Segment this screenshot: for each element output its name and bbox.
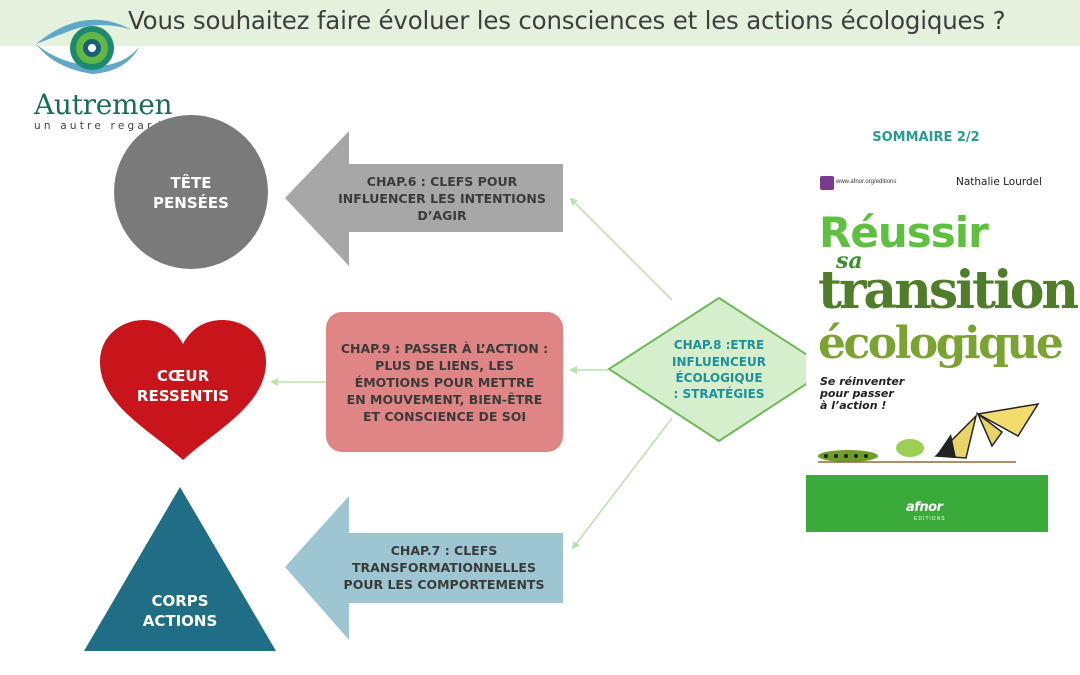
connector-to-chap7 [571, 417, 673, 550]
chap6-arrow [285, 131, 563, 266]
eye-logo-icon [36, 19, 140, 74]
publisher-mark-icon [820, 176, 834, 190]
book-title-line2: sa [836, 248, 863, 274]
logo: Autremen un autre regard [14, 8, 184, 132]
logo-name: Autremen [34, 88, 173, 121]
connector-to-chap6 [569, 197, 673, 301]
chap9-box [326, 312, 563, 452]
header-band [0, 0, 1080, 46]
chap7-label: CHAP.7 : CLEFS TRANSFORMATIONNELLES POUR… [343, 542, 545, 592]
summary-label: SOMMAIRE 2/2 [872, 130, 980, 145]
book-title-line3: transition [818, 260, 1079, 321]
publisher-url: www.afnor.org/editions [836, 179, 897, 185]
body-label: CORPS ACTIONS [142, 591, 218, 630]
chap9-label: CHAP.9 : PASSER À L’ACTION : PLUS DE LIE… [340, 340, 549, 424]
head-label: TÊTE PENSÉES [153, 173, 229, 212]
publisher-sub: EDITIONS [914, 516, 946, 522]
book-title-line1: Réussir [819, 208, 989, 257]
heart-label: CŒUR RESSENTIS [136, 366, 230, 405]
book-cover: www.afnor.org/editions Nathalie Lourdel … [806, 168, 1079, 532]
chap8-label: CHAP.8 :ETRE INFLUENCEUR ÉCOLOGIQUE : ST… [672, 338, 766, 402]
book-title-line4: écologique [818, 318, 1064, 369]
chap7-arrow [285, 496, 563, 640]
logo-tagline: un autre regard [34, 120, 165, 132]
chap8-diamond [607, 296, 831, 443]
body-triangle [84, 487, 276, 651]
page-title: Vous souhaitez faire évoluer les conscie… [128, 6, 1006, 35]
publisher-band: afnor EDITIONS [806, 475, 1048, 532]
butterflies-illustration-icon [818, 402, 1040, 463]
chap6-label: CHAP.6 : CLEFS POUR INFLUENCER LES INTEN… [338, 173, 546, 223]
book-author: Nathalie Lourdel [956, 176, 1043, 188]
publisher-logo: afnor [906, 500, 943, 515]
heart-shape [100, 320, 266, 460]
book-subtitle: Se réinventer pour passer à l’action ! [820, 375, 905, 413]
head-circle [114, 115, 268, 269]
